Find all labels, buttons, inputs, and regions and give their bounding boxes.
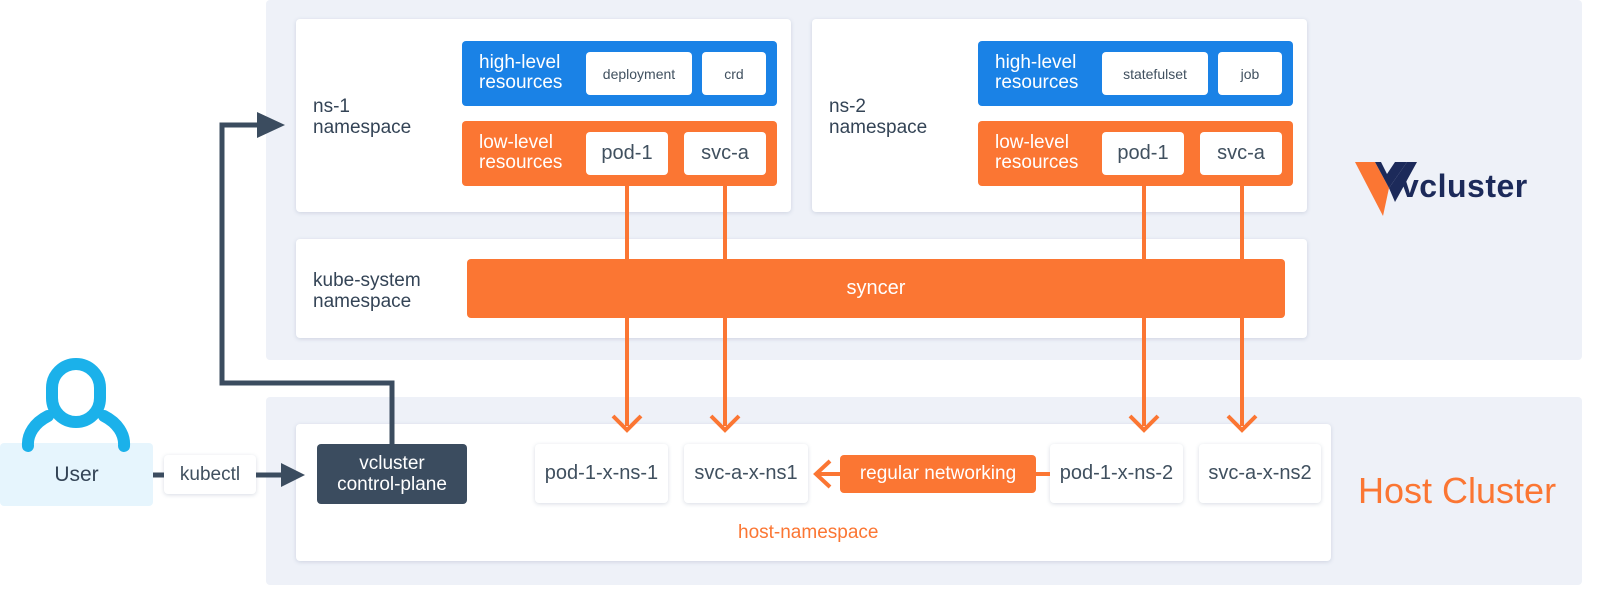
ns1-deployment-chip: deployment [586, 52, 692, 95]
ns1-low-line2: resources [479, 152, 563, 173]
syncer-bar: syncer [467, 259, 1285, 318]
sync-arrows [611, 186, 1258, 433]
host-namespace-label: host-namespace [738, 522, 879, 543]
ns2-low-line1: low-level [995, 132, 1069, 153]
ns1-label-name: ns-1 [313, 96, 350, 117]
ns2-label-type: namespace [829, 117, 928, 138]
user-label: User [54, 462, 99, 486]
ns1-crd-chip: crd [702, 52, 766, 95]
kubectl-label: kubectl [164, 455, 256, 494]
control-plane-to-ns1-arrow [219, 122, 395, 444]
ns1-low-line1: low-level [479, 132, 553, 153]
ns1-high-line1: high-level [479, 52, 561, 73]
ns2-label-name: ns-2 [829, 96, 866, 117]
kube-system-label-name: kube-system [313, 270, 421, 291]
ns2-pod-chip: pod-1 [1102, 132, 1184, 175]
control-plane-to-ns1-arrowhead [257, 112, 285, 138]
vcluster-logo-text: vcluster [1401, 168, 1528, 204]
ns2-job-chip: job [1218, 52, 1282, 95]
user-icon [21, 358, 131, 452]
ns2-high-line2: resources [995, 72, 1079, 93]
vcluster-control-plane: vcluster control-plane [317, 444, 467, 504]
kube-system-namespace-card: kube-system namespace syncer [296, 239, 1307, 338]
control-plane-line2: control-plane [337, 474, 447, 495]
ns2-statefulset-chip: statefulset [1102, 52, 1208, 95]
host-svc-ns1: svc-a-x-ns1 [684, 444, 808, 503]
ns2-svc-chip: svc-a [1200, 132, 1282, 175]
kube-system-label-type: namespace [313, 291, 412, 312]
ns2-high-line1: high-level [995, 52, 1077, 73]
vcluster-logo: vcluster [1355, 158, 1555, 218]
kubectl-to-control-plane-arrowhead [281, 463, 305, 487]
kube-system-label: kube-system namespace [313, 270, 421, 312]
regular-networking-label: regular networking [840, 455, 1036, 493]
ns1-high-line2: resources [479, 72, 563, 93]
networking-arrow [813, 459, 1050, 489]
ns1-label-type: namespace [313, 117, 412, 138]
ns2-label: ns-2 namespace [829, 96, 927, 138]
vcluster-logo-mark-icon [1355, 162, 1417, 216]
ns1-svc-chip: svc-a [684, 132, 766, 175]
user-box: User [0, 443, 153, 506]
ns1-pod-chip: pod-1 [586, 132, 668, 175]
control-plane-line1: vcluster [359, 453, 425, 474]
host-cluster-title: Host Cluster [1358, 470, 1557, 511]
ns1-label: ns-1 namespace [313, 96, 411, 138]
host-pod-ns2: pod-1-x-ns-2 [1050, 444, 1183, 503]
host-pod-ns1: pod-1-x-ns-1 [535, 444, 668, 503]
host-svc-ns2: svc-a-x-ns2 [1199, 444, 1321, 503]
ns2-low-line2: resources [995, 152, 1079, 173]
